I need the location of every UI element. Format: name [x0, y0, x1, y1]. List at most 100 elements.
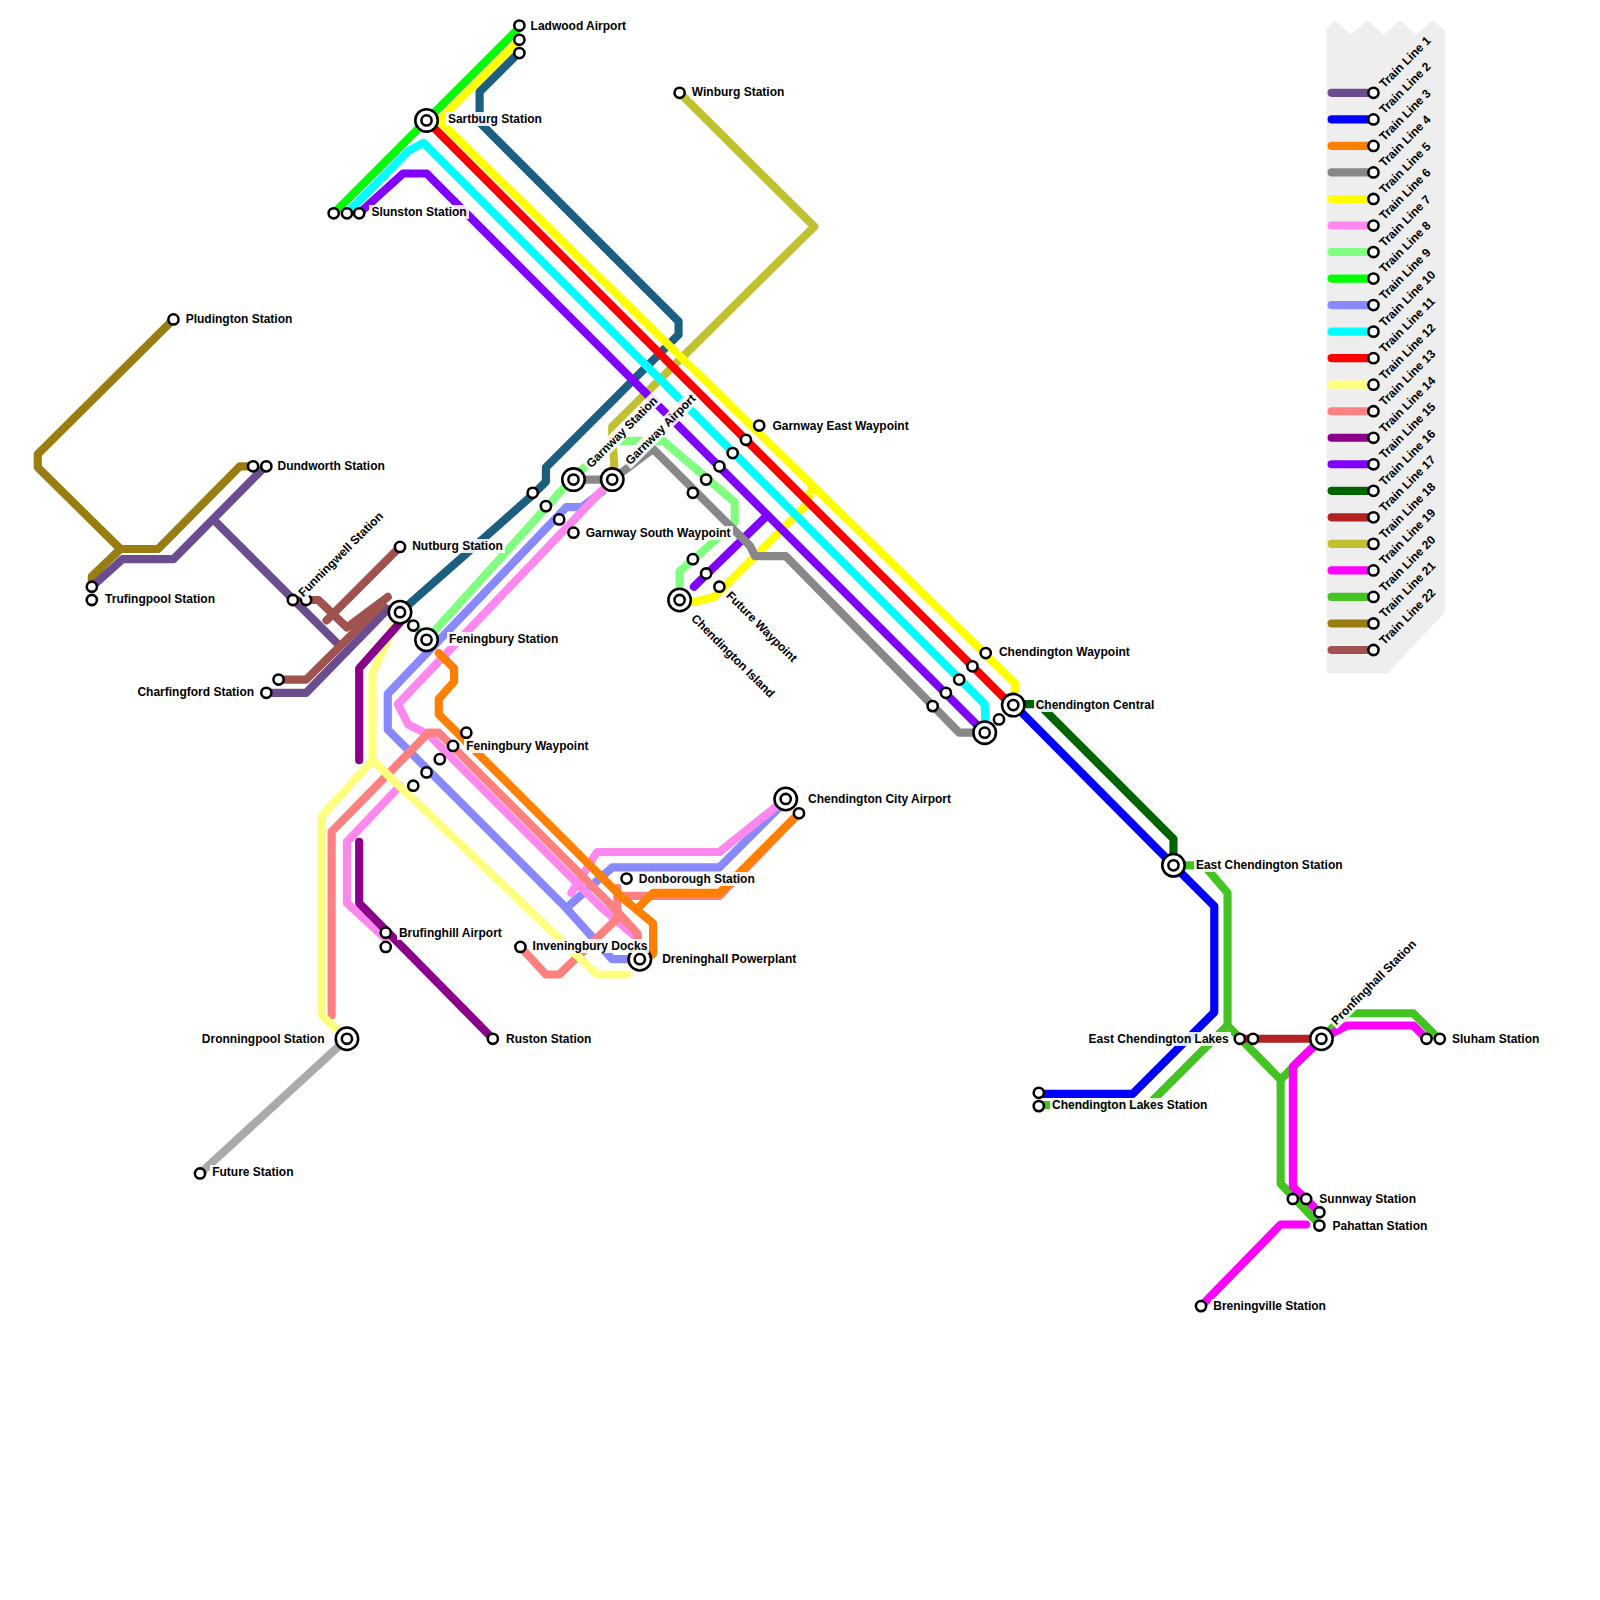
- legend-dot: [1368, 327, 1378, 337]
- legend-dot: [1368, 539, 1378, 549]
- legend-swatch: [1332, 301, 1373, 309]
- interchange-ring: [1310, 1028, 1332, 1050]
- station-dot: [87, 595, 97, 605]
- interchange-dot: [607, 474, 617, 484]
- station-label: Chendington City Airport: [806, 792, 953, 806]
- legend-swatch: [1332, 274, 1373, 282]
- train-line: [359, 622, 400, 760]
- legend-panel: [1327, 20, 1445, 673]
- station-dot: [754, 420, 764, 430]
- legend-swatch: [1332, 407, 1373, 415]
- station-dot: [554, 514, 564, 524]
- legend-swatch: [1332, 381, 1373, 389]
- station-label: Charfingford Station: [135, 685, 256, 699]
- train-line: [622, 813, 799, 896]
- station-dot: [168, 314, 178, 324]
- station-dot: [967, 661, 977, 671]
- train-line: [200, 1039, 347, 1174]
- interchange-ring: [1002, 694, 1024, 716]
- station-label: Chendington Waypoint: [997, 645, 1132, 659]
- interchange-ring: [336, 1028, 358, 1050]
- station-dot: [1288, 1194, 1298, 1204]
- station-label: Donborough Station: [637, 872, 757, 886]
- legend-dot: [1368, 433, 1378, 443]
- legend-dot: [1368, 88, 1378, 98]
- station-dot: [1034, 1088, 1044, 1098]
- station-dot: [488, 1034, 498, 1044]
- station-label: East Chendington Lakes: [1087, 1032, 1231, 1046]
- legend-swatch: [1332, 540, 1373, 548]
- station-dot: [714, 461, 724, 471]
- station-dot: [954, 674, 964, 684]
- station-label: Feningbury Station: [447, 632, 560, 646]
- station-dot: [568, 528, 578, 538]
- train-line: [571, 449, 984, 733]
- station-dot: [381, 928, 391, 938]
- legend-swatch: [1332, 221, 1373, 229]
- station-dot: [528, 488, 538, 498]
- station-dot: [621, 873, 631, 883]
- station-dot: [714, 582, 724, 592]
- legend-swatch: [1332, 195, 1373, 203]
- station-label: Sunnway Station: [1317, 1192, 1418, 1206]
- train-line: [1201, 1224, 1306, 1306]
- station-dot: [381, 942, 391, 952]
- station-label: Inveningbury Docks: [531, 939, 650, 953]
- interchange-dot: [980, 728, 990, 738]
- interchange-dot: [781, 794, 791, 804]
- legend-swatch: [1332, 434, 1373, 442]
- station-label: Chendington Central: [1034, 698, 1157, 712]
- interchange-ring: [389, 601, 411, 623]
- station-dot: [1421, 1034, 1431, 1044]
- legend-dot: [1368, 167, 1378, 177]
- legend-swatch: [1332, 593, 1373, 601]
- station-label: Feningbury Waypoint: [464, 739, 590, 753]
- station-dot: [461, 728, 471, 738]
- train-line: [427, 120, 1013, 706]
- station-dot: [435, 754, 445, 764]
- station-label: Future Station: [210, 1165, 295, 1179]
- station-label: East Chendington Station: [1194, 858, 1345, 872]
- legend-dot: [1368, 300, 1378, 310]
- station-dot: [514, 35, 524, 45]
- legend-dot: [1368, 353, 1378, 363]
- station-dot: [288, 595, 298, 605]
- legend-dot: [1368, 592, 1378, 602]
- interchange-dot: [635, 954, 645, 964]
- legend-swatch: [1332, 487, 1373, 495]
- station-label: Sluham Station: [1450, 1032, 1541, 1046]
- interchange-ring: [774, 788, 796, 810]
- station-label: Ruston Station: [504, 1032, 593, 1046]
- station-label: Pahattan Station: [1331, 1219, 1430, 1233]
- station-dot: [261, 688, 271, 698]
- station-label: Trufingpool Station: [103, 592, 217, 606]
- interchange-dot: [1008, 700, 1018, 710]
- station-dot: [273, 674, 283, 684]
- station-dot: [342, 208, 352, 218]
- station-label: Garnway East Waypoint: [770, 419, 910, 433]
- station-label: Slunston Station: [369, 205, 468, 219]
- station-dot: [928, 701, 938, 711]
- station-label: Ladwood Airport: [529, 19, 629, 33]
- station-dot: [701, 474, 711, 484]
- station-dot: [261, 461, 271, 471]
- legend-dot: [1368, 141, 1378, 151]
- interchange-dot: [1316, 1034, 1326, 1044]
- interchange-dot: [568, 474, 578, 484]
- train-line: [638, 813, 799, 908]
- station-dot: [87, 582, 97, 592]
- station-dot: [1196, 1301, 1206, 1311]
- train-line: [347, 143, 986, 733]
- interchange-ring: [973, 721, 995, 743]
- train-line: [520, 888, 617, 975]
- legend-swatch: [1332, 619, 1373, 627]
- station-dot: [1248, 1034, 1258, 1044]
- station-label: Funningwell Station: [294, 508, 387, 601]
- station-dot: [514, 20, 524, 30]
- station-dot: [1314, 1207, 1324, 1217]
- legend-dot: [1368, 247, 1378, 257]
- station-dot: [408, 781, 418, 791]
- interchange-ring: [601, 468, 623, 490]
- legend-dot: [1368, 486, 1378, 496]
